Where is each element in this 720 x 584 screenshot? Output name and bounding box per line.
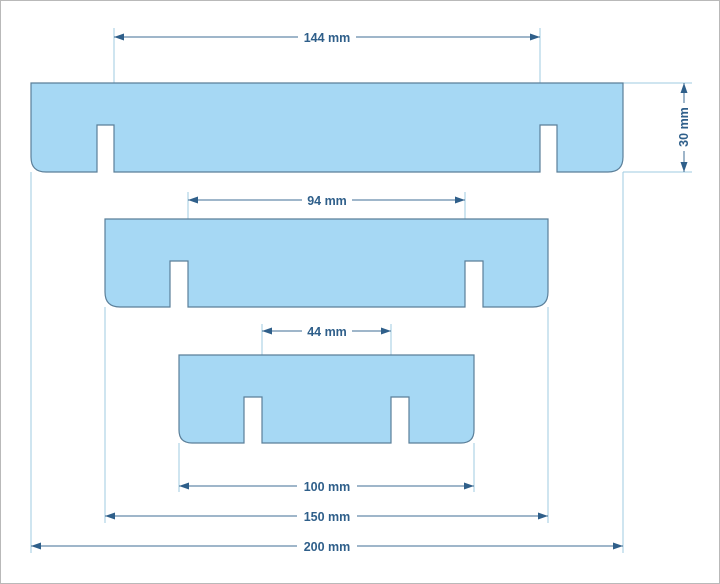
arrow-right-144: [530, 33, 540, 41]
label-44mm: 44 mm: [307, 325, 347, 339]
label-bg-100: [297, 478, 357, 494]
label-bg-200: [297, 538, 357, 554]
label-144mm: 144 mm: [304, 31, 351, 45]
label-bg-94: [302, 192, 352, 208]
arrow-right-94: [455, 196, 465, 204]
arrow-right-44: [381, 327, 391, 335]
dimension-30mm: 30 mm: [676, 83, 692, 172]
arrow-right-100: [464, 482, 474, 490]
arrow-left-100: [179, 482, 189, 490]
label-200mm: 200 mm: [304, 540, 351, 554]
plate-150mm: [104, 218, 549, 308]
label-bg-144: [298, 29, 356, 45]
label-30mm: 30 mm: [677, 107, 691, 147]
arrow-left-44: [262, 327, 272, 335]
label-bg-44: [302, 323, 352, 339]
dimension-94mm: 94 mm: [188, 192, 465, 208]
label-bg-150: [297, 508, 357, 524]
arrow-bottom-30: [680, 162, 688, 172]
arrow-left-144: [114, 33, 124, 41]
arrow-left-200: [31, 542, 41, 550]
plate-100mm: [178, 354, 475, 444]
arrow-right-150: [538, 512, 548, 520]
arrow-left-150: [105, 512, 115, 520]
arrow-top-30: [680, 83, 688, 93]
label-100mm: 100 mm: [304, 480, 351, 494]
plate-200mm: [30, 82, 624, 173]
label-150mm: 150 mm: [304, 510, 351, 524]
label-bg-30: [676, 103, 692, 151]
dimension-144mm: 144 mm: [114, 29, 540, 45]
dimension-150mm: 150 mm: [105, 508, 548, 524]
dimension-100mm: 100 mm: [179, 478, 474, 494]
dimension-44mm: 44 mm: [262, 323, 391, 339]
label-94mm: 94 mm: [307, 194, 347, 208]
dimension-200mm: 200 mm: [31, 538, 623, 554]
extension-lines: [30, 28, 692, 553]
arrow-right-200: [613, 542, 623, 550]
arrow-left-94: [188, 196, 198, 204]
